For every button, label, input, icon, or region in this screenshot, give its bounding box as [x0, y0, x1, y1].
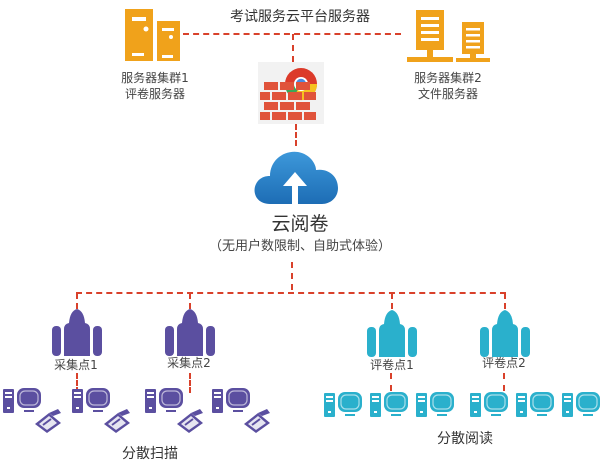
server-cluster-2-role: 文件服务器: [417, 87, 478, 101]
collection-point-1-label: 采集点1: [54, 358, 98, 372]
server-tower-icon: [125, 9, 180, 61]
platform-title: 考试服务云平台服务器: [230, 9, 370, 25]
link-hub-firewall: [292, 34, 294, 62]
read-station-icon: [562, 392, 600, 417]
cloud-upload-icon: [254, 151, 338, 204]
firewall-icon: [258, 62, 324, 124]
link-branch-bus: [76, 292, 506, 294]
read-station-icon: [416, 392, 454, 417]
link-bus-collect2: [189, 293, 191, 309]
collection-hub-icon: [165, 309, 215, 356]
section-read-label: 分散阅读: [437, 431, 493, 447]
collection-hub-icon: [52, 309, 102, 356]
read-station-icon: [516, 392, 554, 417]
read-station-icon: [370, 392, 408, 417]
section-scan-label: 分散扫描: [122, 446, 178, 462]
server-cluster-1-label: 服务器集群1 评卷服务器: [105, 70, 205, 102]
link-mark2-pc: [503, 373, 505, 391]
link-collect2-pc: [189, 373, 191, 393]
read-station-icon: [324, 392, 362, 417]
marking-hub-icon: [367, 310, 417, 357]
collection-point-2-label: 采集点2: [167, 356, 211, 370]
cloud-name: 云阅卷: [271, 213, 329, 235]
link-cloud-branch: [291, 262, 293, 290]
marking-hub-icon: [480, 310, 530, 357]
scan-station-icon: [3, 388, 61, 433]
cloud-subtitle: （无用户数限制、自助式体验）: [208, 239, 391, 254]
server-cluster-2-label: 服务器集群2 文件服务器: [393, 70, 503, 102]
file-server-icon: [407, 10, 490, 62]
scan-station-icon: [72, 388, 130, 433]
server-cluster-2-name: 服务器集群2: [414, 71, 482, 85]
link-collect1-pc: [76, 373, 78, 393]
scan-station-icon: [212, 388, 270, 433]
server-cluster-1-role: 评卷服务器: [124, 87, 185, 101]
link-mark1-pc: [390, 373, 392, 391]
server-cluster-1-name: 服务器集群1: [121, 71, 189, 85]
link-bus-collect1: [76, 293, 78, 309]
link-bus-mark2: [504, 293, 506, 309]
marking-point-2-label: 评卷点2: [482, 356, 526, 370]
link-firewall-cloud: [295, 124, 297, 146]
scan-station-icon: [145, 388, 203, 433]
marking-point-1-label: 评卷点1: [370, 358, 414, 372]
link-bus-mark1: [391, 293, 393, 309]
read-station-icon: [470, 392, 508, 417]
